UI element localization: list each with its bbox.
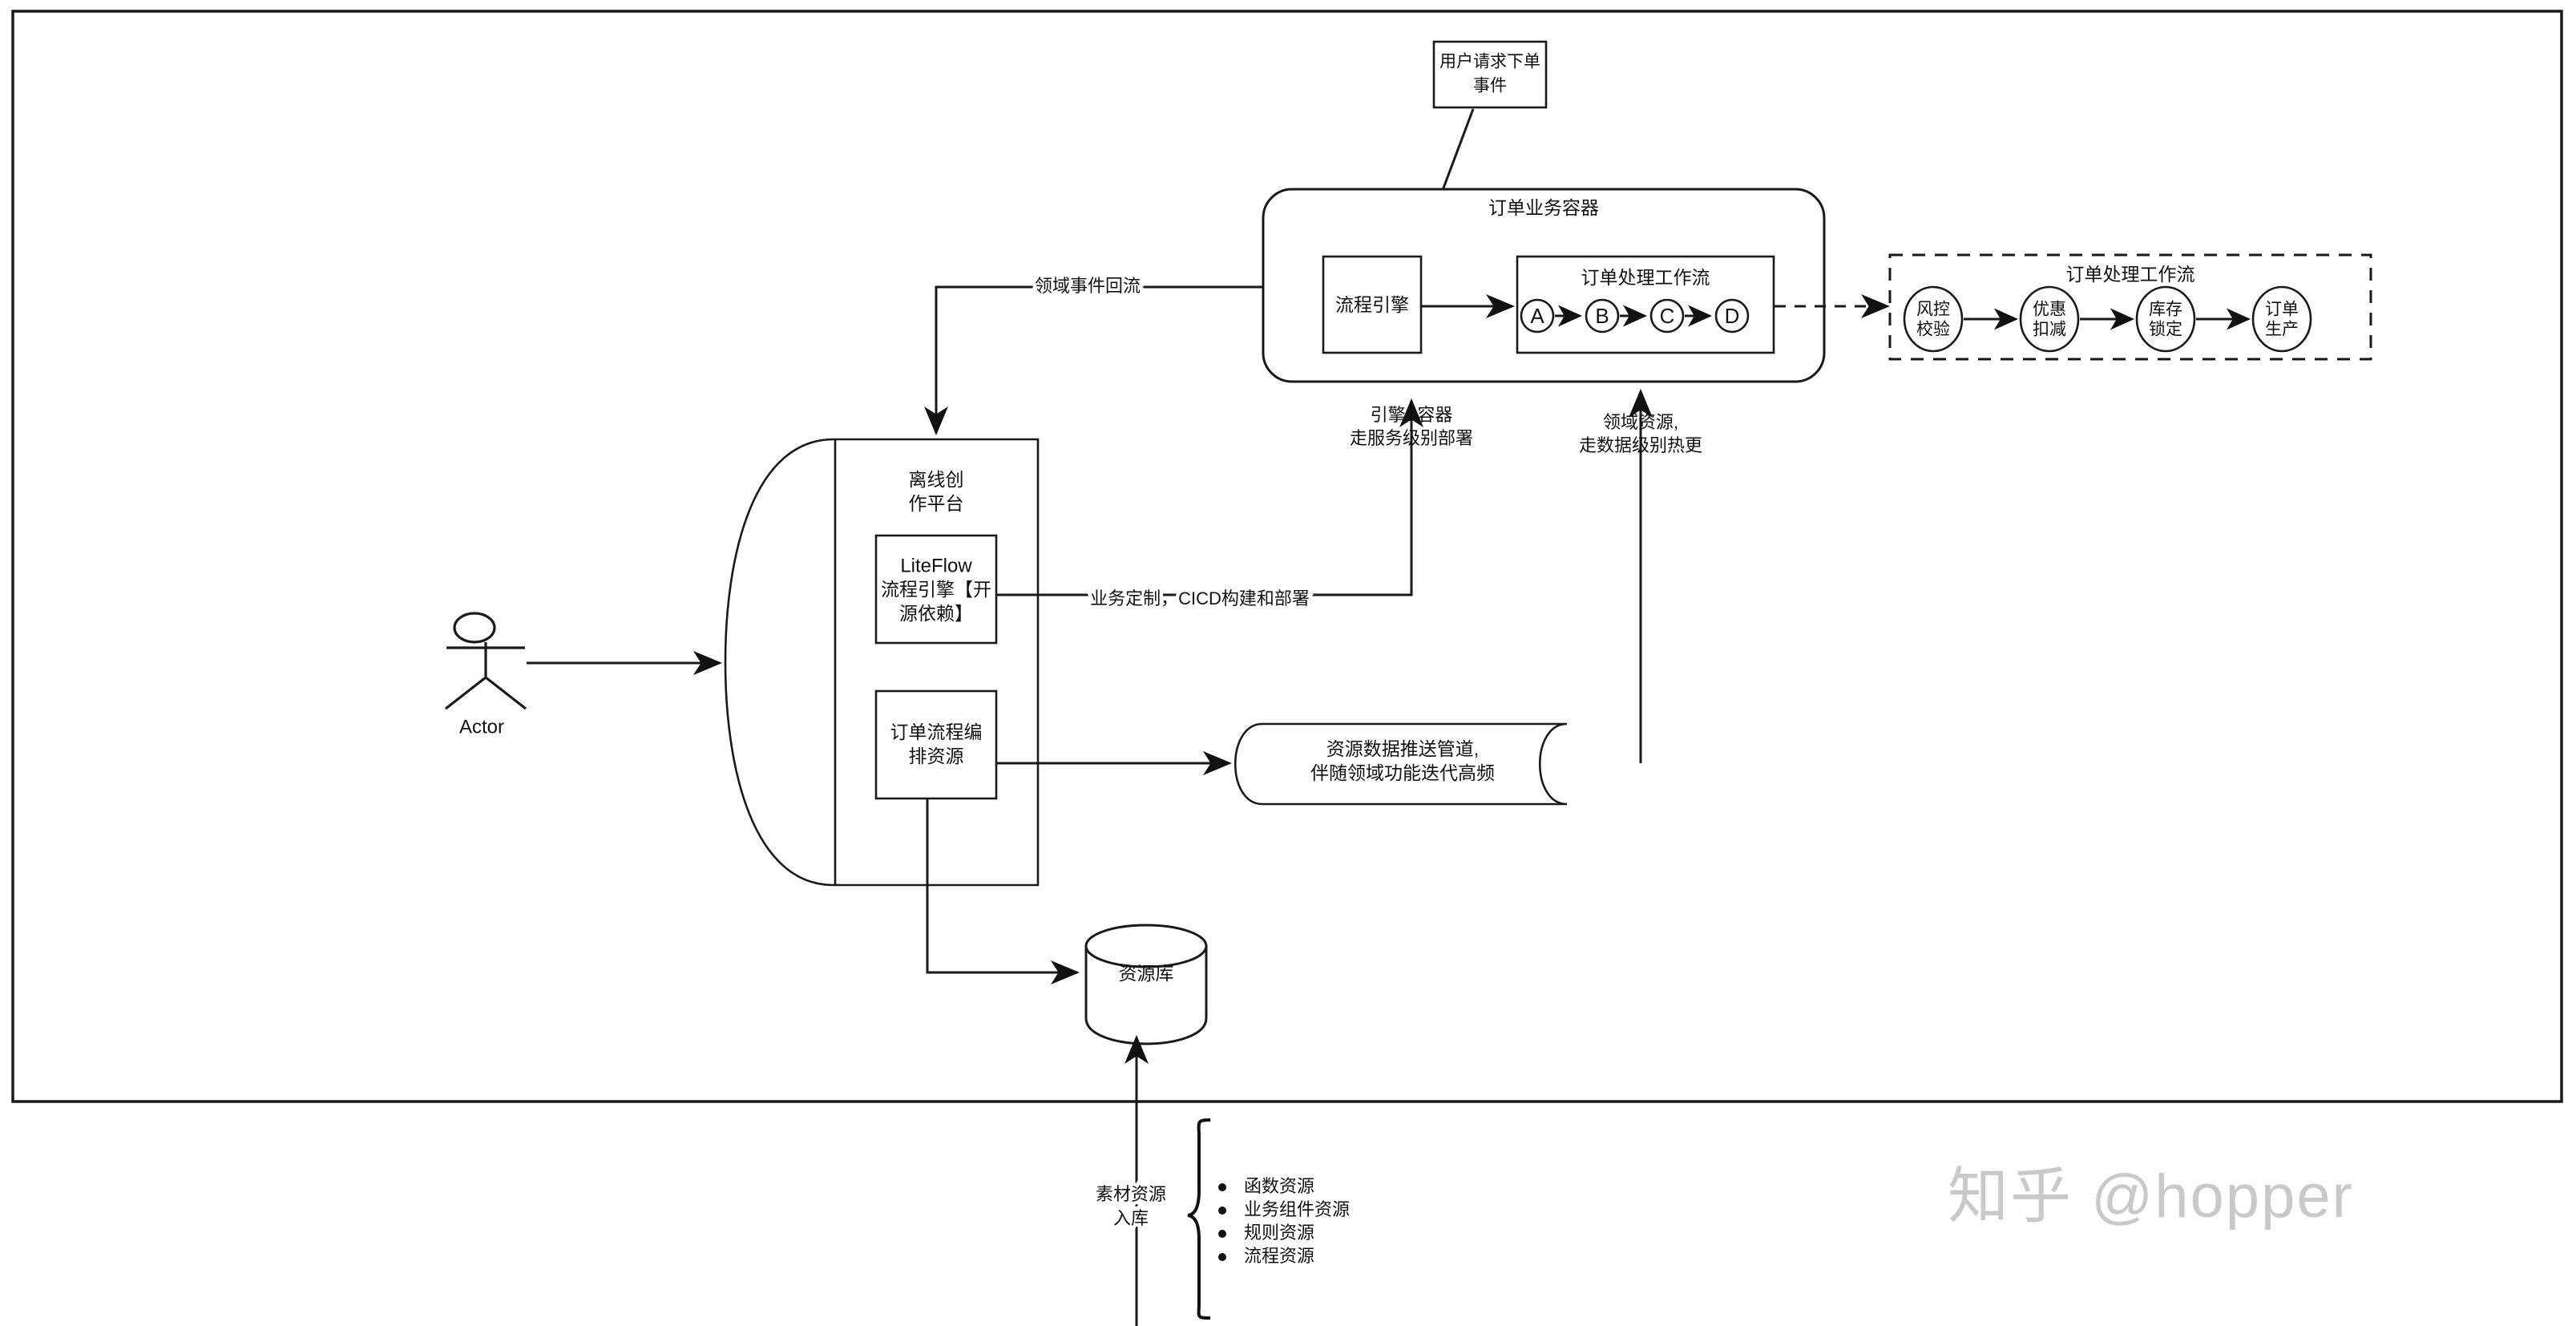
detail-node-risk-line2: 校验 xyxy=(1916,321,1950,339)
detail-node-risk[interactable] xyxy=(1903,285,1964,353)
workflow-node-b[interactable] xyxy=(1585,298,1620,334)
workflow-node-d-label: D xyxy=(1725,304,1740,328)
resource-list-item-3: 流程资源 xyxy=(1244,1246,1314,1266)
offline-platform-title-line1: 离线创 xyxy=(909,469,964,490)
detail-node-stock[interactable] xyxy=(2135,285,2196,353)
resource-list-bullet-2 xyxy=(1218,1230,1226,1238)
order-orchestration-resource-box[interactable] xyxy=(874,689,998,800)
workflow-node-a-label: A xyxy=(1530,304,1544,328)
event-box-line2: 事件 xyxy=(1473,77,1507,95)
actor-leg-left xyxy=(445,676,487,710)
resource-list-bullet-0 xyxy=(1218,1183,1226,1191)
edge-label-domain-resource-l1: 领域资源, xyxy=(1603,412,1678,432)
edge-label-domain-resource-l2: 走数据级别热更 xyxy=(1579,435,1702,455)
process-engine-label: 流程引擎 xyxy=(1335,294,1409,315)
resource-list-item-0: 函数资源 xyxy=(1244,1176,1314,1196)
detail-node-produce-line2: 生产 xyxy=(2265,321,2299,339)
pipeline-line1: 资源数据推送管道, xyxy=(1326,738,1479,759)
workflow-node-c[interactable] xyxy=(1649,298,1685,334)
detail-node-discount-line2: 扣减 xyxy=(2033,321,2066,339)
resource-list-bullet-1 xyxy=(1218,1207,1226,1215)
edge-label-material-intake-l1: 素材资源 xyxy=(1096,1184,1166,1204)
edge-label-material-intake-l2: 入库 xyxy=(1113,1208,1149,1228)
workflow-node-a[interactable] xyxy=(1520,298,1555,334)
detail-workflow-title: 订单处理工作流 xyxy=(2066,264,2195,285)
edge-orchestration-to-db xyxy=(926,798,1080,984)
detail-node-stock-line2: 锁定 xyxy=(2149,321,2182,339)
detail-node-produce[interactable] xyxy=(2251,285,2312,353)
detail-node-risk-line1: 风控 xyxy=(1916,301,1950,319)
liteflow-line2: 流程引擎【开 xyxy=(881,579,991,600)
resource-list-item-2: 规则资源 xyxy=(1244,1223,1314,1243)
workflow-node-b-label: B xyxy=(1595,304,1609,328)
liteflow-engine-box[interactable] xyxy=(874,534,998,645)
detail-node-discount-line1: 优惠 xyxy=(2033,301,2066,319)
actor-leg-right xyxy=(485,676,527,710)
liteflow-line3: 源依赖】 xyxy=(899,603,973,624)
workflow-node-c-label: C xyxy=(1660,304,1675,328)
detail-node-discount[interactable] xyxy=(2019,285,2080,353)
detail-node-produce-line1: 订单 xyxy=(2265,301,2299,319)
order-container-title: 订单业务容器 xyxy=(1488,197,1599,218)
detail-node-stock-line1: 库存 xyxy=(2149,301,2182,319)
orchestration-line2: 排资源 xyxy=(909,746,964,766)
liteflow-line1: LiteFlow xyxy=(900,555,972,576)
user-request-event-box[interactable] xyxy=(1432,40,1548,109)
offline-platform-shape[interactable] xyxy=(724,438,1040,887)
edge-label-engine-container-l1: 引擎&容器 xyxy=(1371,405,1453,425)
canvas-border xyxy=(11,10,2563,1103)
actor-label: Actor xyxy=(459,716,504,738)
edge-label-engine-container-l2: 走服务级别部署 xyxy=(1350,428,1473,448)
resource-db-label: 资源库 xyxy=(1119,963,1174,984)
order-workflow-title: 订单处理工作流 xyxy=(1581,267,1710,288)
resource-pipeline-shape[interactable] xyxy=(1233,722,1568,806)
zhihu-watermark: 知乎 @hopper xyxy=(1948,1162,2354,1231)
process-engine-box[interactable] xyxy=(1322,255,1423,354)
actor-head xyxy=(453,612,496,644)
offline-platform-title-line2: 作平台 xyxy=(909,493,964,514)
event-box-line1: 用户请求下单 xyxy=(1439,53,1540,71)
pipeline-line2: 伴随领域功能迭代高频 xyxy=(1310,762,1495,783)
resource-list-bullet-3 xyxy=(1218,1253,1226,1261)
edge-label-event-feedback: 领域事件回流 xyxy=(1035,276,1141,296)
edge-business-cicd xyxy=(996,398,1423,596)
resource-list-brace xyxy=(1187,1118,1211,1320)
workflow-node-d[interactable] xyxy=(1714,298,1750,334)
edge-label-business-cicd: 业务定制，CICD构建和部署 xyxy=(1090,588,1310,608)
resource-list-item-1: 业务组件资源 xyxy=(1244,1199,1350,1219)
orchestration-line1: 订单流程编 xyxy=(890,722,983,742)
edge-domain-event-feedback xyxy=(924,285,1263,435)
resource-db-top xyxy=(1084,924,1208,968)
